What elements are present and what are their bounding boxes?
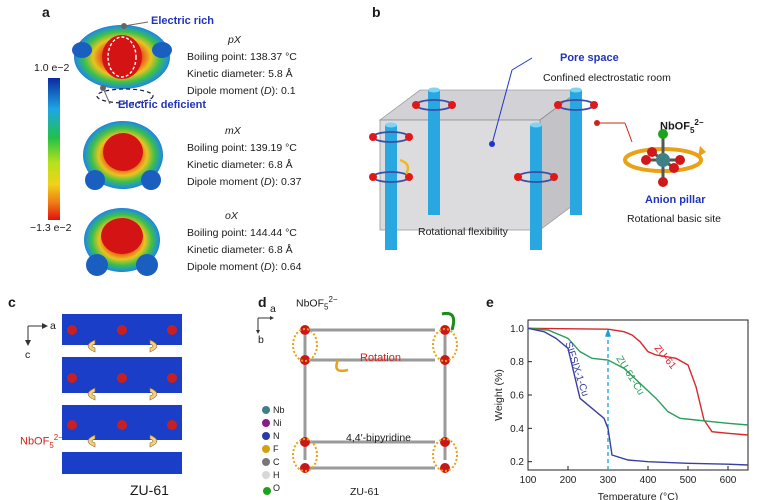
- x-tick-label: 200: [560, 475, 577, 486]
- panel-label-d: d: [258, 294, 267, 310]
- x-tick-label: 500: [680, 475, 697, 486]
- series-label-2: SIFSIX-1-Cu: [562, 341, 590, 398]
- cylinder-pillars: [385, 87, 582, 250]
- px-dipole-moment: Dipole moment (D): 0.1: [187, 85, 296, 97]
- nbof5-label-c: NbOF52−: [20, 433, 63, 450]
- panel-c-caption: ZU-61: [130, 482, 169, 498]
- panel-label-e: e: [486, 294, 494, 310]
- series-line-2: [527, 327, 749, 466]
- y-tick-label: 0.2: [510, 457, 524, 468]
- element-legend-dots: [262, 406, 270, 479]
- ox-kinetic-diameter: Kinetic diameter: 6.8 Å: [187, 244, 293, 256]
- px-kinetic-diameter: Kinetic diameter: 5.8 Å: [187, 68, 293, 80]
- panel-label-b: b: [372, 4, 381, 20]
- x-tick-label: 100: [520, 475, 537, 486]
- rotation-label: Rotation: [360, 352, 401, 364]
- px-boiling-point: Boiling point: 138.37 °C: [187, 51, 297, 63]
- y-tick-label: 1.0: [510, 324, 524, 335]
- bipyridine-label: 4,4′-bipyridine: [346, 432, 412, 444]
- y-tick-label: 0.4: [510, 424, 524, 435]
- legend-o-dot: [263, 487, 271, 495]
- nbof5-label-b: NbOF52−: [660, 118, 704, 135]
- mx-boiling-point: Boiling point: 139.19 °C: [187, 142, 297, 154]
- panel-a-figure: [48, 21, 172, 276]
- legend-n: N: [273, 431, 280, 441]
- nbof5-label-d: NbOF52−: [296, 295, 338, 312]
- legend-c: C: [273, 457, 280, 467]
- molecule-name-ox: oX: [225, 210, 238, 222]
- nbof5-octahedron: [623, 129, 706, 187]
- y-axis-label: Weight (%): [493, 369, 505, 421]
- molecule-mx-esp: [83, 121, 163, 190]
- rotational-flexibility-label: Rotational flexibility: [418, 226, 508, 238]
- element-legend: Nb Ni N F C H O: [273, 404, 285, 495]
- ox-boiling-point: Boiling point: 144.44 °C: [187, 227, 297, 239]
- anion-pillar-label: Anion pillar: [645, 194, 706, 206]
- legend-f: F: [273, 444, 279, 454]
- mx-kinetic-diameter: Kinetic diameter: 6.8 Å: [187, 159, 293, 171]
- pore-space-label: Pore space: [560, 52, 619, 64]
- molecule-name-px: pX: [228, 34, 241, 46]
- rotational-basic-site-label: Rotational basic site: [627, 213, 721, 225]
- panel-d-caption: ZU-61: [350, 486, 380, 498]
- y-tick-label: 0.6: [510, 391, 524, 402]
- series-line-1: [527, 327, 749, 426]
- panel-label-c: c: [8, 294, 16, 310]
- legend-nb: Nb: [273, 405, 285, 415]
- legend-o: O: [273, 483, 281, 493]
- y-tick-label: 0.8: [510, 357, 524, 368]
- series-line-0: [527, 327, 749, 436]
- x-tick-label: 600: [720, 475, 737, 486]
- molecule-px-esp: [72, 21, 172, 105]
- legend-ni: Ni: [273, 418, 282, 428]
- dashed-marker-arrow: [605, 328, 611, 337]
- axis-a-label-d: a: [270, 303, 276, 315]
- series-label-1: ZU-61-Cu: [613, 354, 646, 397]
- confined-electrostatic-label: Confined electrostatic room: [543, 72, 671, 84]
- axis-c-label-c: c: [25, 349, 31, 361]
- x-tick-label: 400: [640, 475, 657, 486]
- colorbar-min-label: −1.3 e−2: [30, 222, 72, 234]
- electric-rich-label: Electric rich: [151, 15, 214, 27]
- legend-h: H: [273, 470, 280, 480]
- x-tick-label: 300: [600, 475, 617, 486]
- panel-d-figure: [256, 311, 458, 479]
- panel-c-figure: [25, 314, 182, 474]
- axis-b-label-d: b: [258, 334, 264, 346]
- ox-dipole-moment: Dipole moment (D): 0.64: [187, 261, 302, 273]
- panel-label-a: a: [42, 4, 50, 20]
- panel-b-figure: [369, 57, 706, 250]
- molecule-name-mx: mX: [225, 125, 241, 137]
- axis-a-label-c: a: [50, 320, 56, 332]
- colorbar: [48, 78, 60, 220]
- electric-deficient-label: Electric deficient: [118, 99, 207, 111]
- mx-dipole-moment: Dipole moment (D): 0.37: [187, 176, 302, 188]
- tga-chart: 100 200 300 400 500 600 0.2 0.4 0.6 0.8 1.0Tempera…: [493, 319, 749, 500]
- x-axis-label: Temperature (°C): [598, 491, 679, 500]
- colorbar-max-label: 1.0 e−2: [34, 62, 70, 74]
- molecule-ox-esp: [84, 208, 160, 276]
